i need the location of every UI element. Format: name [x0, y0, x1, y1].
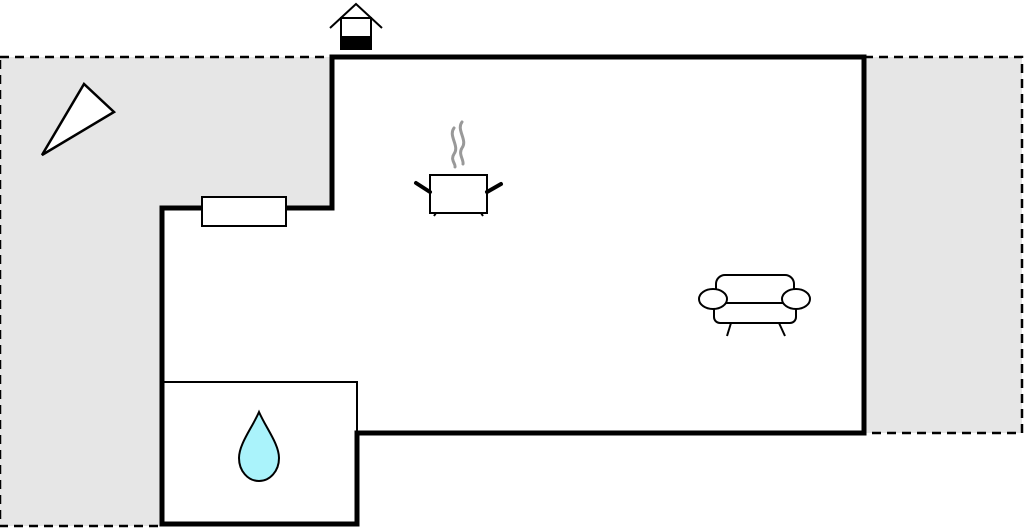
sofa-icon [698, 274, 811, 337]
terrace-right [862, 55, 1024, 435]
main-room [162, 57, 864, 433]
bathroom-wall [162, 381, 358, 433]
kitchen-pot-icon [414, 120, 503, 217]
compass-icon [40, 82, 117, 157]
water-drop-icon [237, 409, 281, 483]
entrance-icon [329, 2, 383, 50]
window-icon [201, 196, 287, 227]
